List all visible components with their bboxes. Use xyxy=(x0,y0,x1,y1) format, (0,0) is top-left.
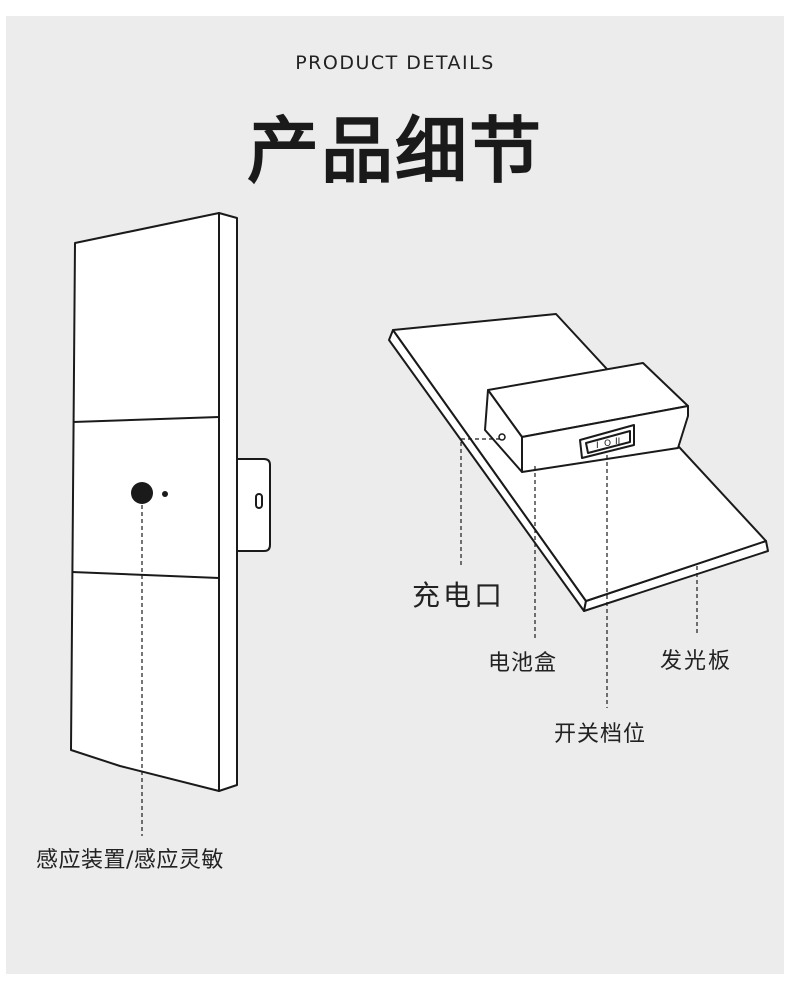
battery-box-label: 电池盒 xyxy=(488,651,558,676)
vertical-panel-edge xyxy=(218,212,238,792)
switch-face xyxy=(585,430,631,454)
switch-mark-o: O xyxy=(604,439,611,449)
panel-seam-top xyxy=(72,416,220,423)
light-panel-label: 发光板 xyxy=(660,649,733,674)
panel-seam-bottom xyxy=(71,571,220,579)
charge-port-leader xyxy=(460,438,500,568)
sensor-indicator-dot xyxy=(162,491,168,497)
side-battery-box xyxy=(236,458,271,552)
sensor-dot xyxy=(131,482,153,504)
sensor-label: 感应装置/感应灵敏 xyxy=(36,848,224,873)
switch-mark-i: I xyxy=(596,441,599,451)
charge-port-label: 充电口 xyxy=(412,579,506,612)
switch-position-label: 开关档位 xyxy=(554,722,647,747)
charge-port xyxy=(498,433,506,441)
page-title: 产品细节 xyxy=(246,109,543,193)
subtitle: PRODUCT DETAILS xyxy=(295,52,495,74)
side-charge-port xyxy=(255,493,263,509)
switch-mark-ii: II xyxy=(615,437,620,447)
